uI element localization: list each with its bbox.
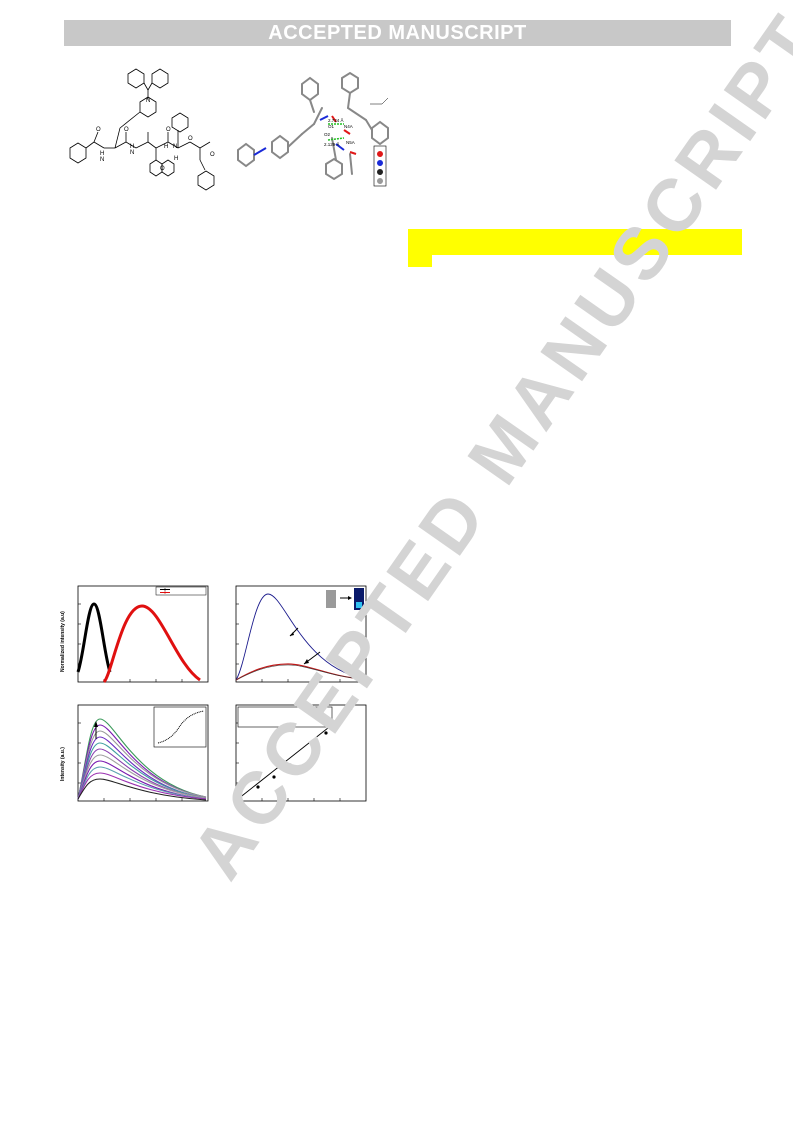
atom-label: N bbox=[100, 157, 104, 163]
atom-label: O bbox=[96, 127, 101, 133]
highlight-bar bbox=[408, 229, 742, 255]
atom-label: H bbox=[174, 156, 178, 162]
accepted-manuscript-banner: ACCEPTED MANUSCRIPT bbox=[64, 20, 731, 46]
fig-a-ylabel: Normalized intensity (a.u) bbox=[60, 611, 66, 672]
atom-label: N bbox=[173, 144, 177, 150]
crystal-label: 2.129 Å bbox=[324, 141, 340, 147]
fig-d-plot bbox=[235, 704, 367, 802]
crystal-label: 2.724 Å bbox=[328, 117, 344, 123]
fig-c-ylabel: Intensity (a.u.) bbox=[60, 747, 66, 781]
molecule-structure: N H N H N H N H O O O O O O bbox=[69, 68, 215, 191]
highlight-notch-fill bbox=[706, 229, 742, 243]
atom-label: H bbox=[164, 144, 168, 150]
atom-label: O bbox=[124, 127, 129, 133]
atom-label: O bbox=[210, 152, 215, 158]
highlight-bar-tail bbox=[408, 255, 432, 267]
atom-label: H bbox=[100, 151, 104, 157]
crystal-label: N5A bbox=[346, 140, 355, 145]
atom-label: O bbox=[188, 136, 193, 142]
crystal-structure: 2.724 Å O1 N4A O2 2.129 Å N5A bbox=[237, 71, 389, 187]
atom-label: O bbox=[166, 127, 171, 133]
fig-a-plot: Normalized intensity (a.u) bbox=[60, 585, 209, 684]
atom-label: O bbox=[160, 166, 165, 172]
crystal-label: N4A bbox=[344, 124, 353, 129]
atom-label: N bbox=[130, 150, 134, 156]
crystal-label: O2 bbox=[324, 132, 331, 137]
fig-c-plot: Intensity (a.u.) bbox=[60, 704, 209, 802]
atom-label: N bbox=[146, 98, 150, 104]
crystal-label: O1 bbox=[328, 124, 335, 129]
atom-label: H bbox=[130, 144, 134, 150]
fig-b-plot bbox=[235, 585, 367, 683]
